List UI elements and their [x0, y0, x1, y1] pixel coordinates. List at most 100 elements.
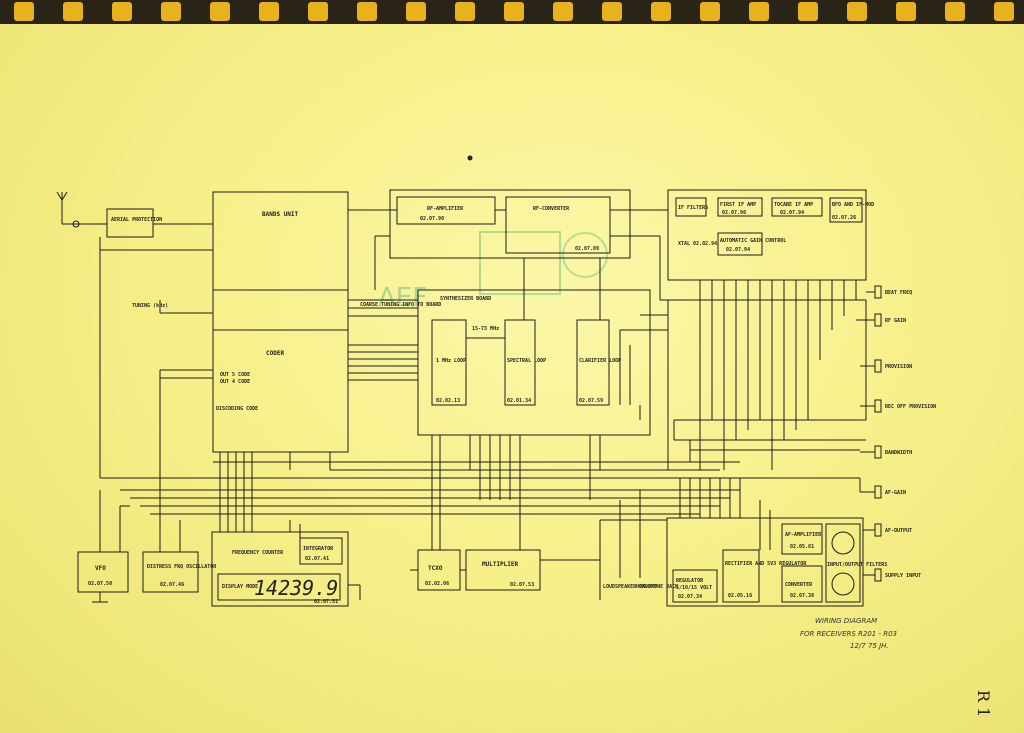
freq-counter-sub: DISPLAY MODE [222, 584, 258, 590]
coder-code-label: DISCODING CODE [216, 406, 258, 412]
power-af-panel [666, 517, 864, 607]
caption-date: 12/7 75 JH. [850, 642, 889, 650]
regulator-block [672, 569, 718, 603]
binding-loop [357, 2, 377, 21]
binding-loop [945, 2, 965, 21]
vfo-ref: 02.07.50 [88, 581, 112, 587]
crystal-label: XTAL 02.02.94 [678, 241, 717, 247]
loop-spectral-ref: 02.01.34 [507, 398, 531, 404]
rectifier-ref: 02.05.16 [728, 593, 752, 599]
bands-unit-label: BANDS UNIT [262, 211, 299, 218]
side-connectors: BEAT FREQ RF GAIN PROVISION REC OFF PROVISI… [874, 285, 936, 582]
connector-label: REC OFF PROVISION [885, 404, 936, 410]
regulator-sub: 5/10/15 VOLT [676, 585, 712, 591]
integrator-label: INTEGRATOR [303, 546, 334, 552]
connector-jack [874, 568, 882, 582]
loop-clarifier-ref: 02.07.59 [579, 398, 603, 404]
loudspeaker-label: LOUDSPEAKER ON-OFF [603, 584, 657, 590]
bands-unit-block [212, 191, 349, 291]
synth-board-label: SYNTHESIZER BOARD [440, 296, 491, 302]
connector-label: AF-OUTPUT [885, 528, 912, 534]
right-conn-3: PROVISION [874, 359, 912, 373]
right-conn-4: REC OFF PROVISION [874, 399, 936, 413]
rf-converter-ref: 02.07.89 [575, 246, 599, 252]
rectifier-block [722, 549, 760, 603]
right-conn-7: AF-OUTPUT [874, 523, 912, 537]
binding-loop [553, 2, 573, 21]
rectifier-label: RECTIFIER AND 5V3 REGULATOR [725, 561, 807, 567]
aerial-protection-block [106, 208, 154, 238]
caption-line1: WIRING DIAGRAM [815, 617, 877, 625]
connector-label: BANDWIDTH [885, 450, 912, 456]
binding-loop [749, 2, 769, 21]
connector-jack [874, 313, 882, 327]
binding-loop [161, 2, 181, 21]
aerial-protection-label: AERIAL PROTECTION [111, 217, 162, 223]
first-if-amp-ref: 02.07.96 [722, 210, 746, 216]
vfo-label: VFO [95, 565, 106, 572]
integrator-ref: 02.07.41 [305, 556, 329, 562]
binding-loop [602, 2, 622, 21]
multiplier-label: MULTIPLIER [482, 561, 519, 568]
right-conn-2: RF GAIN [874, 313, 906, 327]
binding-loop [504, 2, 524, 21]
distress-oscillator-block [142, 551, 199, 593]
agc-ref: 02.07.94 [726, 247, 750, 253]
connector-label: PROVISION [885, 364, 912, 370]
coder-label: CODER [266, 350, 284, 357]
connector-label: SUPPLY INPUT [885, 573, 921, 579]
loop-clarifier-block [576, 319, 610, 406]
rf-section-box [389, 189, 631, 259]
loop-clarifier-label: CLARIFIER LOOP [579, 358, 621, 364]
synth-coarse-label: COARSE TUNING INFO TO BOARD [360, 302, 441, 308]
loop-1mhz-label: 1 MHz LOOP [436, 358, 466, 364]
af-amplifier-ref: 02.05.81 [790, 544, 814, 550]
binding-loop [994, 2, 1014, 21]
input-output-label: INPUT/OUTPUT FILTERS [827, 562, 887, 568]
tocabe-if-amp-label: TOCABE IF AMP [774, 202, 813, 208]
binding-loop [14, 2, 34, 21]
binding-loop [210, 2, 230, 21]
rf-converter-label: RF-CONVERTER [533, 206, 570, 212]
loop-spectral-label: SPECTRAL LOOP [507, 358, 546, 364]
connector-jack [874, 485, 882, 499]
connector-label: RF GAIN [885, 318, 906, 324]
page-label: R 1 [974, 690, 993, 717]
right-conn-8: SUPPLY INPUT [874, 568, 921, 582]
converter-label: CONVERTER [785, 582, 813, 588]
bfo-mod-ref: 02.07.26 [832, 215, 856, 221]
tuning-label: TUNING (kHz) [132, 303, 168, 309]
binding-loop [259, 2, 279, 21]
bfo-mod-label: BFO AND IF-MOD [832, 202, 874, 208]
stamp: AEF [378, 231, 608, 313]
spiral-binding [0, 0, 1024, 24]
right-conn-5: BANDWIDTH [874, 445, 912, 459]
wiring-harness [92, 235, 875, 603]
tcxo-label: TCXO [428, 565, 443, 572]
binding-loop [63, 2, 83, 21]
coder-out1-label: OUT 5 CODE [220, 372, 250, 378]
loop-1mhz-block [431, 319, 467, 406]
binding-loop [847, 2, 867, 21]
right-conn-6: AF-GAIN [874, 485, 906, 499]
connector-label: BEAT FREQ [885, 290, 912, 296]
binding-loop [798, 2, 818, 21]
binding-loop [308, 2, 328, 21]
input-output-block [825, 523, 861, 603]
synth-freq-label: 15-73 MHz [472, 326, 499, 332]
integrator-block [299, 537, 343, 565]
regulator-label: REGULATOR [676, 578, 704, 584]
af-amplifier-block [781, 523, 823, 555]
right-conn-1: BEAT FREQ [874, 285, 912, 299]
tocabe-if-amp-ref: 02.07.94 [780, 210, 804, 216]
binding-loop [406, 2, 426, 21]
rf-amplifier-label: RF-AMPLIFIER [427, 206, 464, 212]
regulator-ref: 02.07.34 [678, 594, 702, 600]
freq-counter-readout: 14239.9 [254, 576, 338, 600]
connector-jack [874, 399, 882, 413]
ink-dot [467, 155, 473, 161]
if-panel-block [667, 189, 867, 281]
connector-jack [874, 523, 882, 537]
binding-loop [896, 2, 916, 21]
